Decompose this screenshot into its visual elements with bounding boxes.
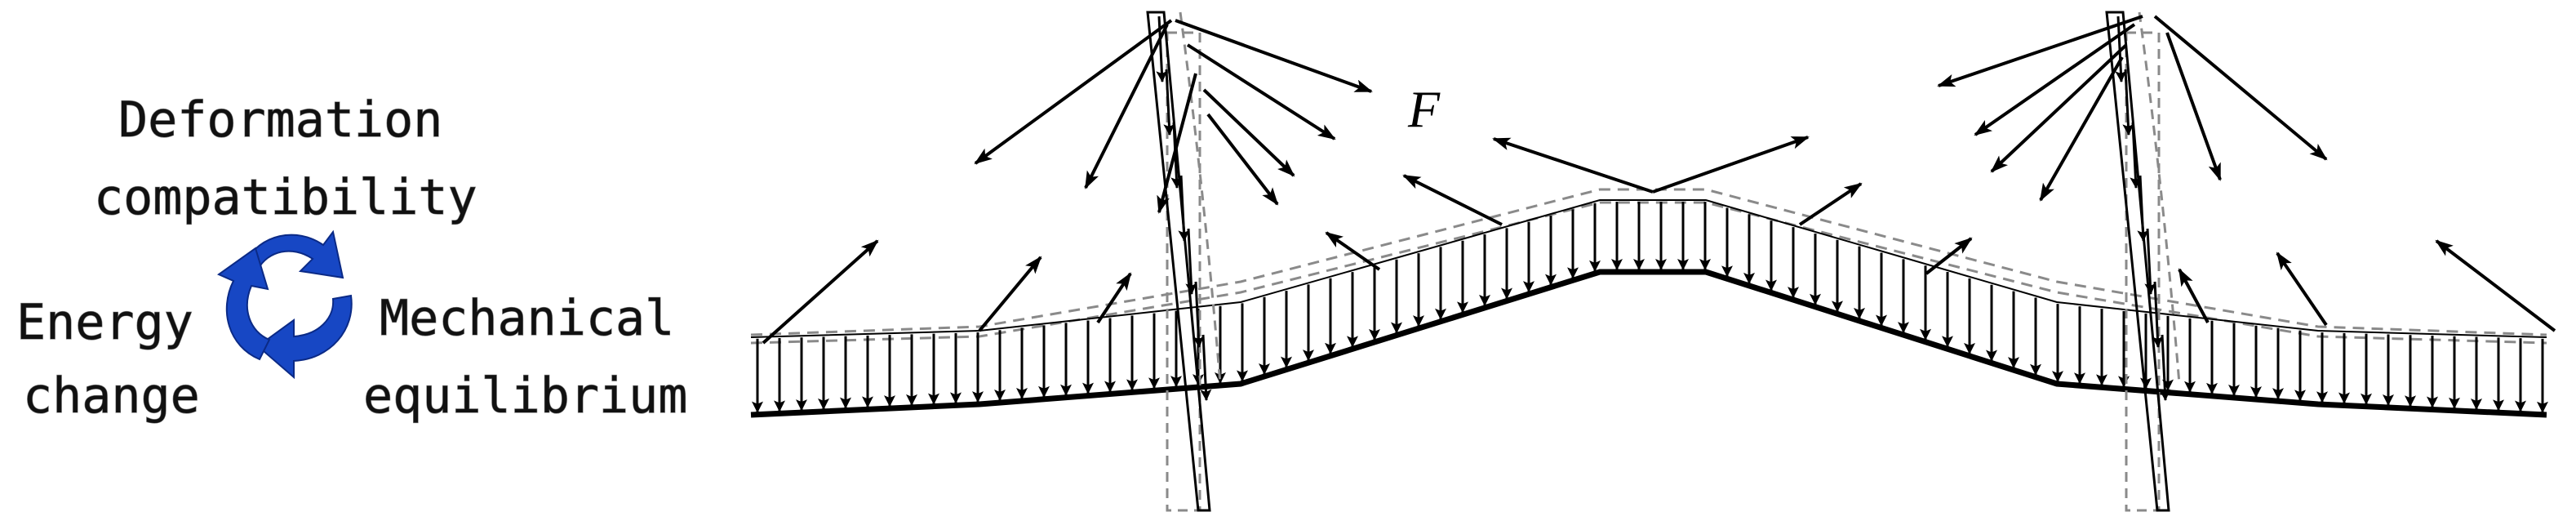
force-arrow — [2165, 32, 2222, 181]
force-arrow — [1492, 137, 1654, 194]
left-tower-tower-load-arrow — [1178, 175, 1190, 242]
force-arrow — [2178, 268, 2210, 323]
recycle-arrows-icon — [216, 229, 353, 380]
force-arrow — [2276, 252, 2328, 327]
deck-top-line — [750, 199, 2547, 338]
left-tower-tower-load-arrow — [1193, 281, 1205, 348]
force-arrow — [1186, 43, 1336, 140]
right-tower-dashed-curve — [2138, 11, 2181, 385]
force-arrow — [1652, 136, 1810, 194]
force-arrow — [2435, 239, 2556, 332]
right-tower-tower-load-arrow — [2152, 281, 2164, 348]
label-compatibility: compatibility — [94, 169, 477, 226]
force-arrow — [1202, 88, 1295, 177]
bridge-structure — [750, 11, 2556, 512]
left-tower-dashed-curve — [1179, 11, 1222, 385]
force-arrow — [1798, 182, 1863, 226]
force-arrow — [762, 239, 879, 345]
left-tower-tower-load-arrow — [1200, 334, 1212, 401]
force-arrow — [2153, 15, 2328, 161]
force-arrow — [1402, 174, 1503, 226]
left-tower-tower-load-arrow — [1163, 69, 1175, 136]
right-tower-tower-load-arrow — [2137, 175, 2149, 242]
force-arrow — [1206, 113, 1279, 206]
left-tower-tower-load-arrow — [1185, 228, 1197, 295]
right-tower-tower-load-arrow — [2144, 228, 2156, 295]
force-arrow — [1096, 272, 1132, 324]
label-deformation: Deformation — [118, 91, 442, 149]
force-arrow — [1157, 73, 1197, 214]
force-arrow — [974, 19, 1173, 165]
force-arrow — [1925, 237, 1973, 275]
force-arrow — [2039, 56, 2124, 202]
force-arrow — [1175, 19, 1373, 93]
right-tower-tower-load-arrow — [2130, 122, 2142, 189]
force-arrow — [978, 256, 1042, 332]
label-equilibrium: equilibrium — [363, 367, 687, 425]
force-arrow — [1084, 24, 1169, 189]
right-tower-tower-load-arrow — [2122, 69, 2134, 136]
right-tower-tower-load-arrow — [2159, 334, 2171, 401]
right-tower-deformed — [2105, 11, 2170, 512]
label-mechanical: Mechanical — [380, 290, 674, 347]
force-arrow — [1325, 231, 1381, 271]
original-deck-dashed — [750, 188, 2547, 336]
force-arrow — [1974, 23, 2136, 136]
deformed-deck — [750, 269, 2547, 418]
force-label: F — [1407, 80, 1441, 138]
label-change: change — [23, 367, 200, 425]
label-energy: Energy — [16, 294, 193, 351]
concept-cycle: Deformation compatibility Energy change … — [16, 91, 688, 425]
left-tower-deformed — [1146, 11, 1211, 512]
force-arrow — [1990, 43, 2128, 173]
force-arrow — [1937, 15, 2143, 87]
